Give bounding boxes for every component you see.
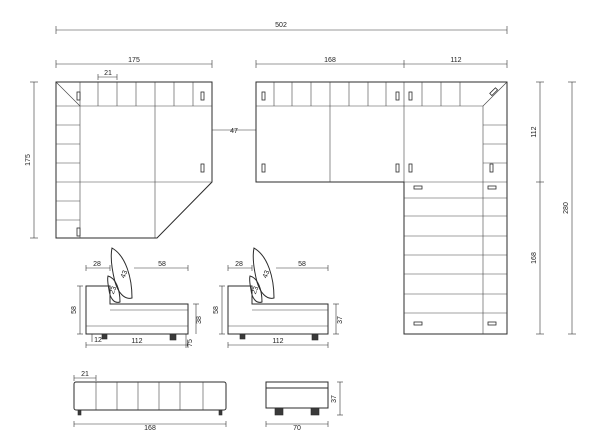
sofa1-seat-height-label: 38 <box>196 316 203 324</box>
cushion-width-label: 21 <box>104 70 112 77</box>
right-block-width-label: 112 <box>450 57 461 64</box>
handle-icon <box>413 321 423 326</box>
sofa-side-view-1: 28 58 58 43 23 38 75 12 112 <box>71 247 203 348</box>
gap-label: 47 <box>230 128 238 135</box>
left-corner-block: 175 21 175 <box>25 57 213 239</box>
bench-length-label: 168 <box>144 425 156 432</box>
handle-icon <box>395 91 400 101</box>
handle-icon <box>261 163 266 173</box>
handle-icon <box>487 185 497 190</box>
handle-icon <box>76 91 81 101</box>
ottoman-height-label: 37 <box>331 395 338 403</box>
leg-icon <box>218 409 223 416</box>
right-top-height-label: 112 <box>531 126 538 137</box>
left-block-height-label: 175 <box>25 154 32 166</box>
sofa-side-view-2: 28 58 58 43 23 37 112 <box>213 247 344 348</box>
sofa2-seat-depth-label: 58 <box>298 261 306 268</box>
handle-icon <box>76 227 81 237</box>
right-total-height-label: 280 <box>563 202 570 214</box>
handle-icon <box>200 91 205 101</box>
leg-icon <box>274 407 284 416</box>
leg-icon <box>169 333 177 341</box>
handle-icon <box>395 163 400 173</box>
sofa2-seat-height-label: 37 <box>337 316 344 324</box>
bench-view: 21 168 <box>73 371 227 432</box>
leg-icon <box>239 333 246 340</box>
leg-icon <box>311 333 319 341</box>
sofa2-height-label: 58 <box>213 306 220 314</box>
sofa1-length-label: 112 <box>131 338 142 345</box>
handle-icon <box>408 91 413 101</box>
overall-width-label: 502 <box>275 22 287 29</box>
sofa1-leg-label: 12 <box>94 337 102 344</box>
middle-block-width-label: 168 <box>324 57 336 64</box>
sofa1-back-depth-label: 28 <box>93 261 101 268</box>
sofa1-seat-depth-label: 58 <box>158 261 166 268</box>
bench-cushion-label: 21 <box>81 371 89 378</box>
handle-icon <box>408 163 413 173</box>
sofa1-pillow-b-label: 23 <box>109 286 118 296</box>
handle-icon <box>489 163 494 173</box>
left-block-width-label: 175 <box>128 57 140 64</box>
handle-icon <box>489 87 499 97</box>
overall-width-dimension: 502 <box>55 22 508 34</box>
right-lower-height-label: 168 <box>531 252 538 264</box>
sofa2-pillow-a-label: 43 <box>262 270 271 280</box>
leg-icon <box>77 409 82 416</box>
handle-icon <box>261 91 266 101</box>
leg-icon <box>101 333 108 340</box>
handle-icon <box>413 185 423 190</box>
leg-icon <box>310 407 320 416</box>
sofa1-total-height-label: 75 <box>187 339 194 347</box>
sofa1-height-label: 58 <box>71 306 78 314</box>
sofa2-pillow-b-label: 23 <box>251 286 260 296</box>
sofa2-back-depth-label: 28 <box>235 261 243 268</box>
gap-dimension: 47 <box>211 126 256 135</box>
handle-icon <box>487 321 497 326</box>
ottoman-width-label: 70 <box>293 425 301 432</box>
handle-icon <box>200 163 205 173</box>
sofa1-pillow-a-label: 43 <box>120 270 129 280</box>
sofa2-length-label: 112 <box>272 338 283 345</box>
right-l-block: 168 112 112 168 280 <box>255 57 576 335</box>
ottoman-view: 37 70 <box>265 381 343 432</box>
